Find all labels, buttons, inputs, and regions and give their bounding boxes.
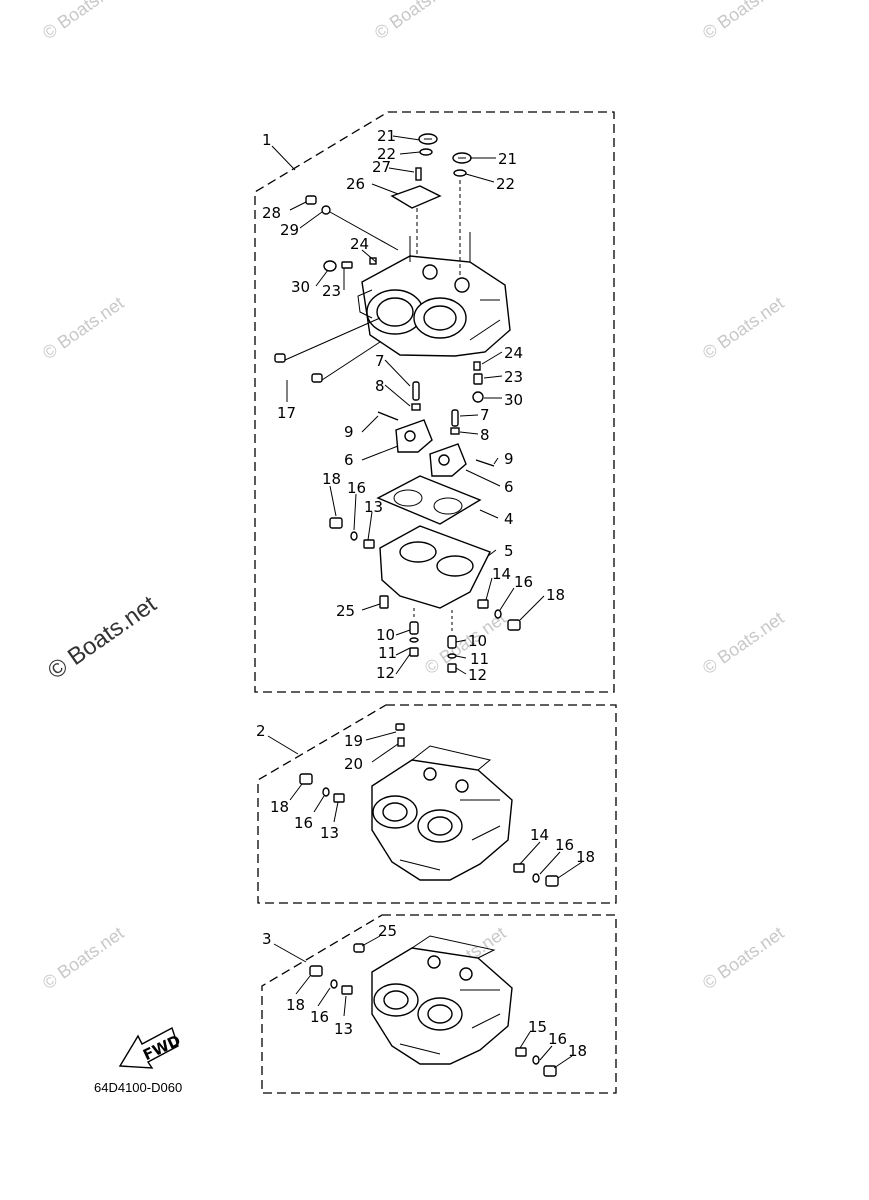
callout: 12 [376, 664, 395, 682]
carburetor-assembly-3 [371, 935, 513, 1065]
diagram-code: 64D4100-D060 [94, 1080, 182, 1095]
callout: 21 [498, 150, 517, 168]
callout: 18 [568, 1042, 587, 1060]
callout: 10 [376, 626, 395, 644]
float-6-left [395, 419, 433, 453]
callout: 8 [375, 377, 385, 395]
callout: 8 [480, 426, 490, 444]
plug-21-right [452, 152, 472, 177]
callout: 16 [548, 1030, 567, 1048]
callout: 30 [291, 278, 310, 296]
callout: 16 [514, 573, 533, 591]
callout: 30 [504, 391, 523, 409]
group-1: 1 [254, 111, 615, 693]
callout: 22 [377, 145, 396, 163]
callout: 12 [468, 666, 487, 684]
callout: 13 [364, 498, 383, 516]
group-label: 2 [256, 722, 266, 740]
group-2-boundary [257, 704, 617, 904]
callout: 15 [528, 1018, 547, 1036]
callout: 23 [322, 282, 341, 300]
group-2: 2 19 20 18 16 13 14 16 18 [256, 704, 617, 904]
watermark: © Boats.net [699, 608, 788, 678]
callout: 21 [377, 127, 396, 145]
watermark: © Boats.net [39, 0, 128, 43]
carburetor-assembly-2 [371, 745, 513, 881]
group-3-boundary [261, 914, 617, 1094]
watermark-large: © Boats.net [43, 590, 162, 684]
float-chamber-5 [379, 525, 491, 609]
fwd-arrow-icon: FWD [118, 1026, 183, 1069]
callout: 28 [262, 204, 281, 222]
gasket-4 [376, 475, 482, 525]
callout: 11 [470, 650, 489, 668]
callouts-group-1: 21 22 27 26 21 22 28 29 24 30 23 24 23 3… [262, 127, 565, 684]
callout: 27 [372, 158, 391, 176]
callout: 24 [350, 235, 369, 253]
callout: 18 [270, 798, 289, 816]
callout: 23 [504, 368, 523, 386]
watermark: © Boats.net [371, 0, 460, 43]
carburetor-body [357, 232, 511, 357]
callout: 18 [286, 996, 305, 1014]
callout: 16 [310, 1008, 329, 1026]
callout: 16 [347, 479, 366, 497]
callouts-group-3: 25 18 16 13 15 16 18 [286, 922, 587, 1060]
callout: 9 [504, 450, 514, 468]
callout: 6 [344, 451, 354, 469]
callout: 25 [336, 602, 355, 620]
callout: 10 [468, 632, 487, 650]
callout: 29 [280, 221, 299, 239]
callout: 14 [492, 565, 511, 583]
callout: 25 [378, 922, 397, 940]
callout: 4 [504, 510, 514, 528]
callout: 7 [480, 406, 490, 424]
callout: 16 [294, 814, 313, 832]
watermark: © Boats.net [39, 293, 128, 363]
callout: 6 [504, 478, 514, 496]
watermark: © Boats.net [699, 0, 788, 43]
cover-plate-26 [390, 167, 442, 209]
group-3: 3 25 18 16 13 15 16 18 [261, 914, 617, 1094]
plug-21-left [418, 133, 438, 156]
group-1-boundary [254, 111, 615, 693]
group-label: 3 [262, 930, 272, 948]
callout: 18 [546, 586, 565, 604]
callout: 5 [504, 542, 514, 560]
callouts-group-2: 19 20 18 16 13 14 16 18 [270, 732, 595, 866]
callout: 13 [334, 1020, 353, 1038]
callout: 26 [346, 175, 365, 193]
callout: 19 [344, 732, 363, 750]
callout: 16 [555, 836, 574, 854]
callout: 11 [378, 644, 397, 662]
callout: 22 [496, 175, 515, 193]
callout: 9 [344, 423, 354, 441]
callout: 13 [320, 824, 339, 842]
watermark: © Boats.net [699, 293, 788, 363]
watermark: © Boats.net [699, 923, 788, 993]
callout: 18 [576, 848, 595, 866]
callout: 14 [530, 826, 549, 844]
float-6-right [429, 443, 467, 477]
callout: 20 [344, 755, 363, 773]
watermark: © Boats.net [421, 608, 510, 678]
watermark: © Boats.net [39, 923, 128, 993]
callout: 18 [322, 470, 341, 488]
callout: 24 [504, 344, 523, 362]
group-label: 1 [262, 131, 272, 149]
callout: 7 [375, 352, 385, 370]
callout: 17 [277, 404, 296, 422]
